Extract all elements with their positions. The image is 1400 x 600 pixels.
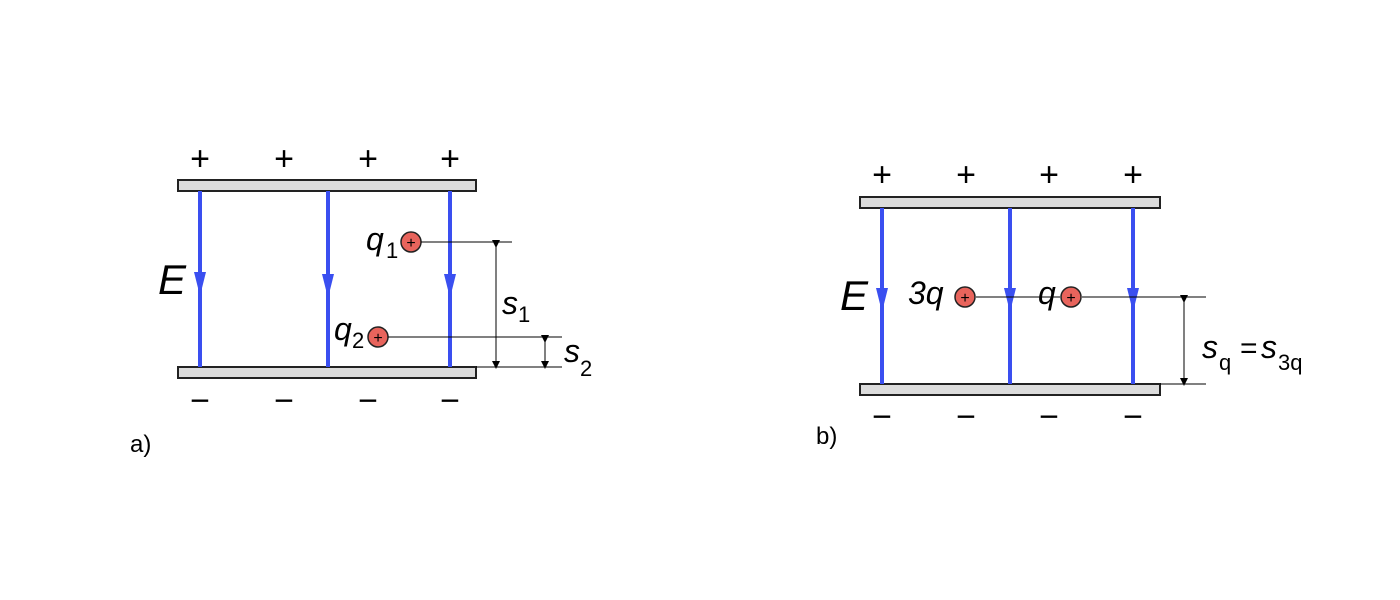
equals-sign: =: [1240, 332, 1258, 365]
distance-sq-symbol: s: [1202, 329, 1218, 365]
top-plus-sign: +: [1123, 156, 1143, 194]
negative-plate: [859, 383, 1161, 396]
field-line: [322, 191, 334, 367]
bottom-minus-sign: −: [1039, 398, 1059, 436]
field-arrow-icon: [194, 272, 206, 296]
field-arrow-icon: [1004, 288, 1016, 312]
top-plus-sign: +: [1039, 156, 1059, 194]
bottom-minus-sign: −: [190, 382, 210, 420]
charge-plus-sign: +: [373, 330, 382, 347]
field-label-E: E: [840, 272, 869, 319]
panel-label-b: b): [816, 423, 837, 450]
distance-sq-subscript: q: [1219, 350, 1231, 375]
distance-s1-symbol: s: [502, 285, 518, 321]
distance-s3q-symbol: s: [1261, 329, 1277, 365]
charge-plus-sign: +: [1066, 290, 1075, 307]
panel-a: + + + + E q 1 + q 2 +: [130, 140, 592, 458]
distance-s1-subscript: 1: [518, 302, 530, 327]
distance-s3q-subscript: 3q: [1278, 350, 1302, 375]
bottom-minus-sign: −: [440, 382, 460, 420]
field-line: [444, 191, 456, 367]
charge-3q-icon: [954, 286, 976, 308]
charge-3q-label: 3q: [908, 275, 944, 311]
negative-plate: [177, 366, 477, 379]
field-line: [1004, 208, 1016, 384]
charge-plus-sign: +: [406, 235, 415, 252]
field-label-E: E: [158, 256, 187, 303]
charge-q2-subscript: 2: [352, 328, 364, 353]
distance-s2-symbol: s: [564, 333, 580, 369]
field-arrow-icon: [1127, 288, 1139, 312]
bottom-minus-sign: −: [358, 382, 378, 420]
positive-plate: [859, 196, 1161, 209]
bottom-minus-sign: −: [274, 382, 294, 420]
top-plus-sign: +: [358, 140, 378, 178]
charge-q-icon: [1060, 286, 1082, 308]
field-arrow-icon: [322, 274, 334, 298]
positive-plate: [177, 179, 477, 192]
top-plus-sign: +: [872, 156, 892, 194]
field-arrow-icon: [876, 288, 888, 312]
bottom-minus-sign: −: [956, 398, 976, 436]
top-plus-sign: +: [190, 140, 210, 178]
field-line: [876, 208, 888, 384]
charge-q1-symbol: q: [366, 221, 384, 257]
charge-q-label: q: [1038, 275, 1056, 311]
distance-s2-subscript: 2: [580, 356, 592, 381]
field-line: [1127, 208, 1139, 384]
bottom-minus-sign: −: [872, 398, 892, 436]
charge-plus-sign: +: [960, 290, 969, 307]
panel-b: + + + + E 3q + q +: [816, 156, 1302, 450]
charge-q1-subscript: 1: [386, 238, 398, 263]
panel-label-a: a): [130, 431, 151, 458]
top-plus-sign: +: [956, 156, 976, 194]
top-plus-sign: +: [440, 140, 460, 178]
field-line: [194, 191, 206, 367]
bottom-minus-sign: −: [1123, 398, 1143, 436]
charge-q2-symbol: q: [334, 311, 352, 347]
top-plus-sign: +: [274, 140, 294, 178]
field-arrow-icon: [444, 274, 456, 298]
